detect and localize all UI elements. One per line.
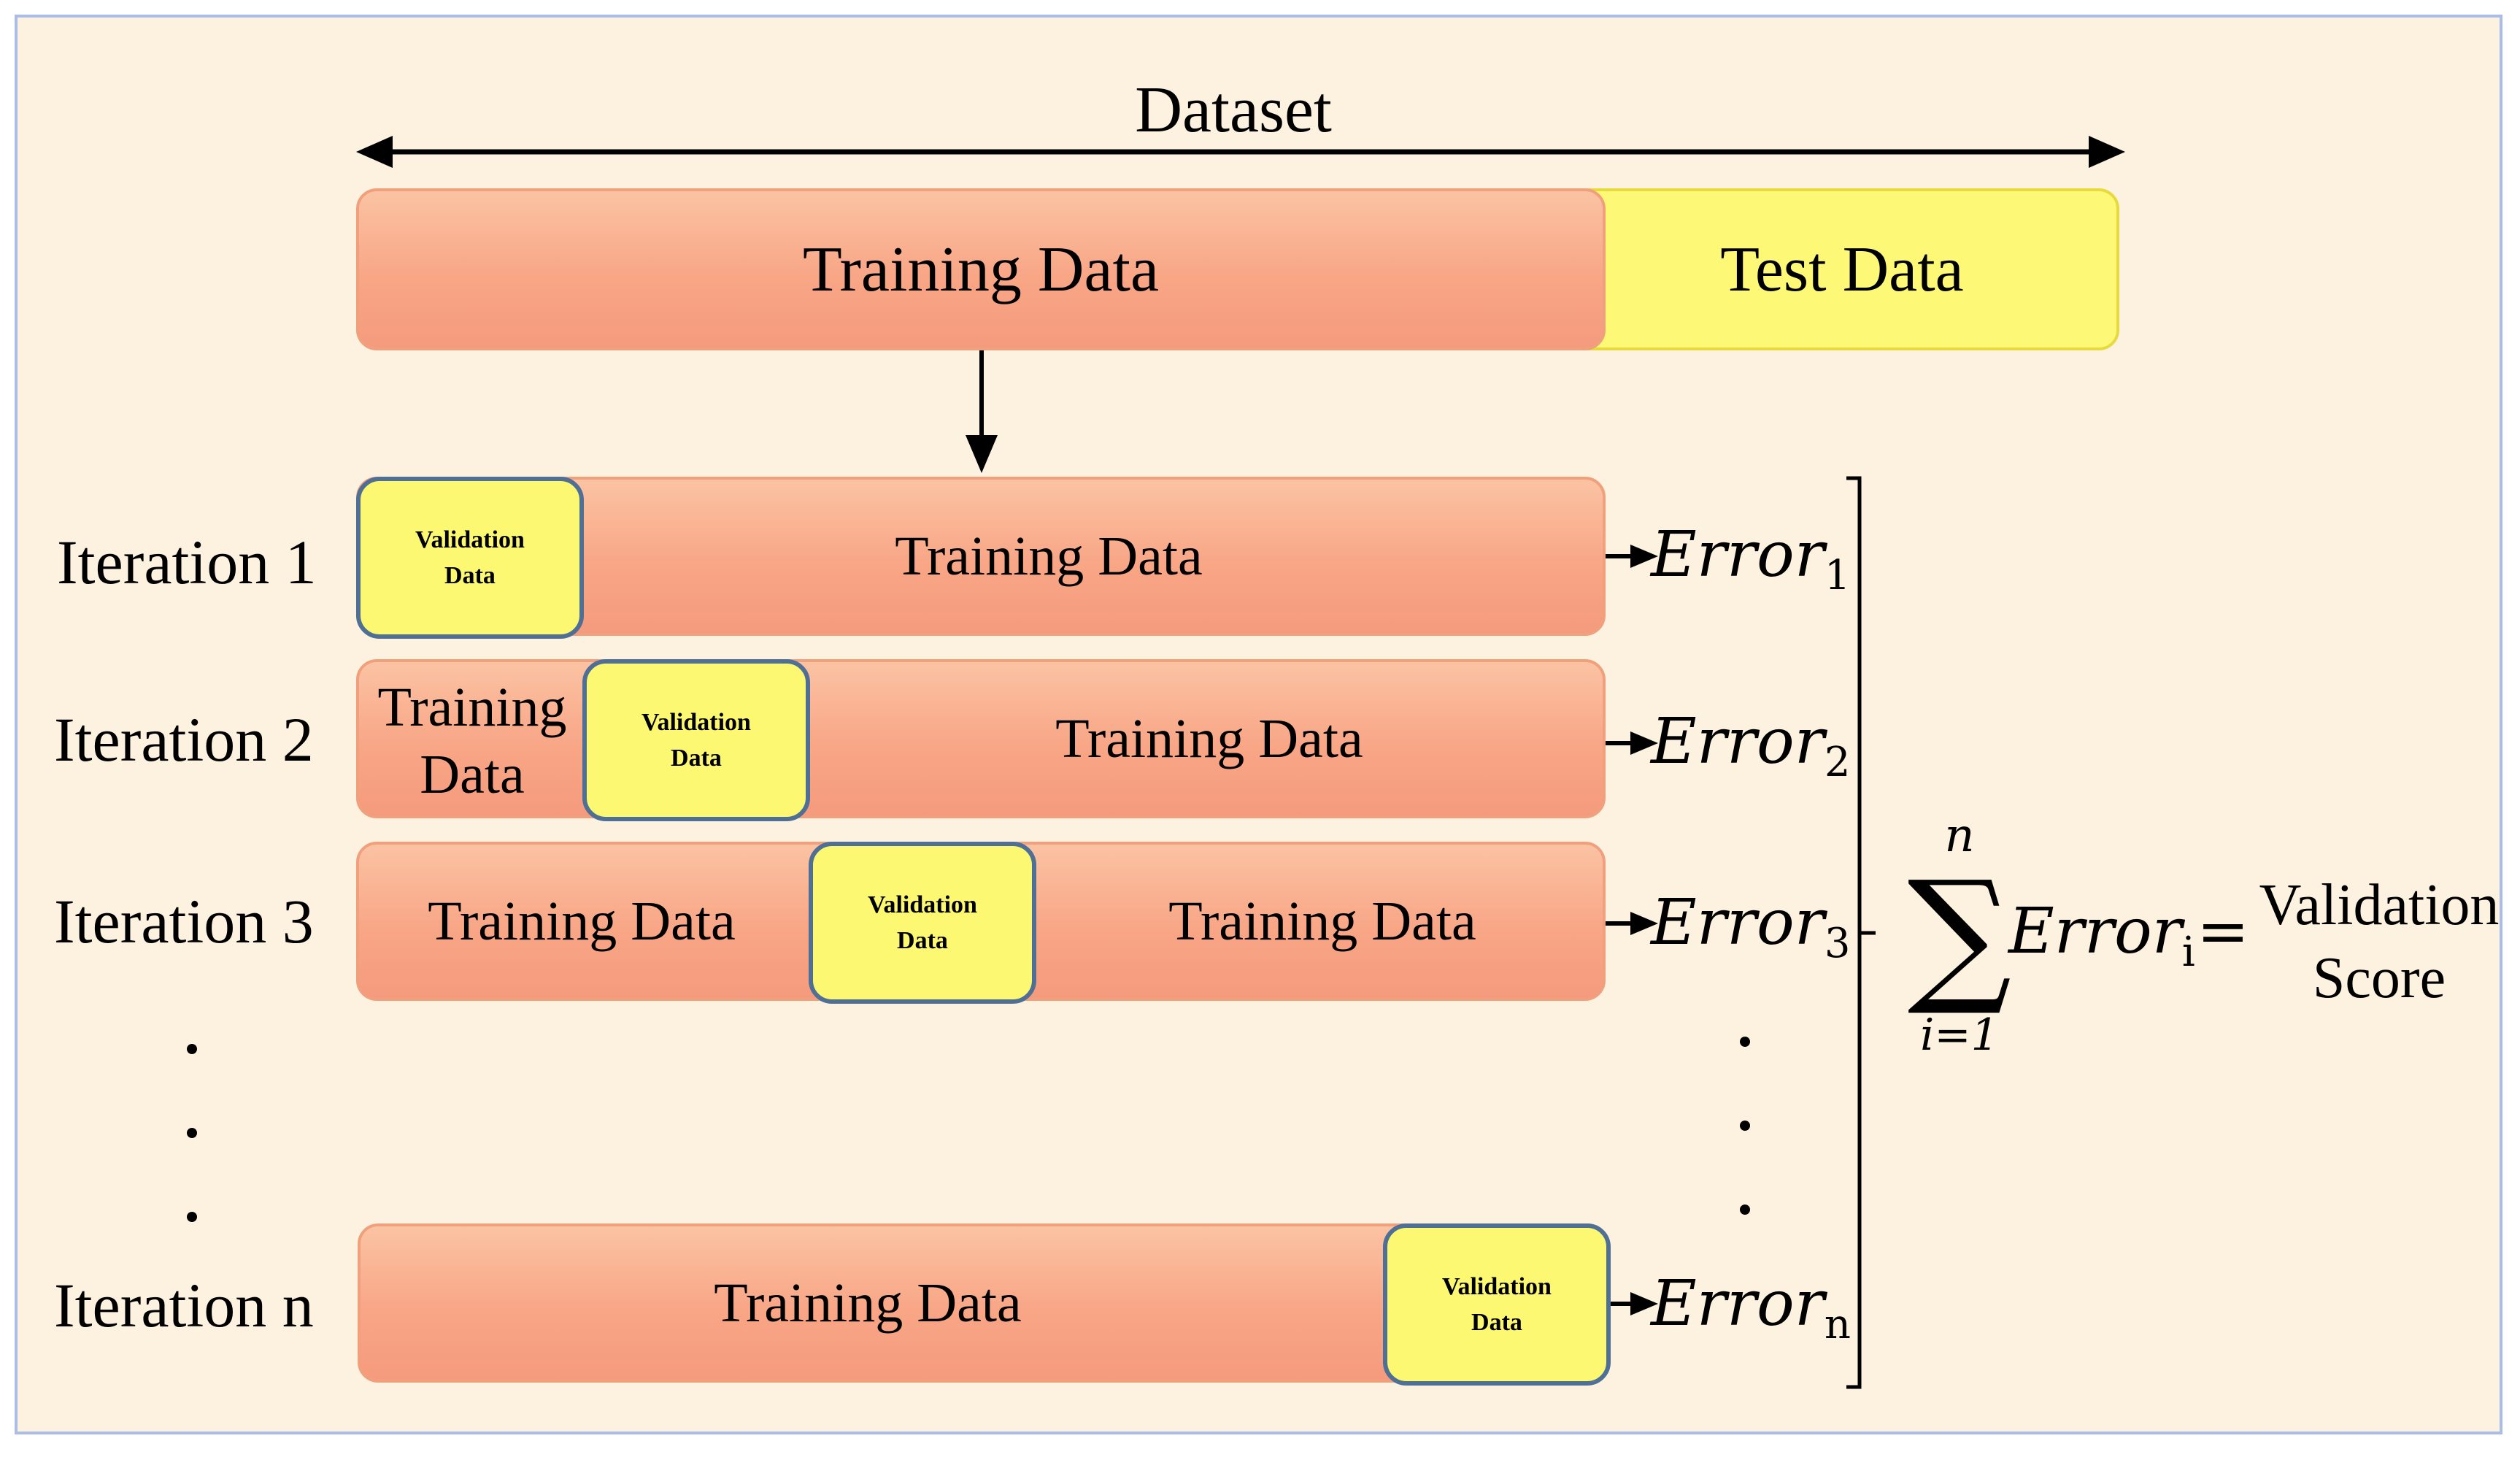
error-2-subscript: 2 (1824, 739, 1851, 786)
validation-score-line2: Score (2312, 946, 2446, 1010)
iteration-1-label: Iteration 1 (57, 527, 317, 597)
iteration-2-label: Iteration 2 (54, 704, 314, 775)
test-data-label: Test Data (1720, 234, 1964, 305)
training-data-label: Training Data (1055, 707, 1363, 769)
error-3-subscript: 3 (1824, 920, 1851, 967)
error-1-base: Error (1651, 518, 1825, 591)
validation-fold: Validation Data (356, 477, 584, 639)
training-data-segment: Training Data (356, 188, 1606, 350)
error-1-subscript: 1 (1824, 552, 1851, 599)
test-data-segment: Test Data (1569, 188, 2119, 350)
ellipsis-dot (187, 1128, 197, 1138)
error-n: Errorn (1651, 1267, 1851, 1348)
training-data-label: Training Data (1168, 890, 1476, 952)
validation-fold: Validation Data (582, 659, 810, 821)
left-training-line1: Training (377, 677, 567, 738)
left-training-line2: Data (420, 744, 525, 805)
validation-score-line1: Validation (2259, 873, 2500, 937)
error-n-base: Error (1651, 1267, 1825, 1340)
validation-label-line1: Validation (1442, 1273, 1552, 1300)
validation-label-line1: Validation (415, 526, 525, 553)
summation-bracket (1846, 476, 1876, 1389)
ellipsis-dot (187, 1044, 197, 1054)
validation-label-line2: Data (1471, 1309, 1522, 1336)
validation-label-line1: Validation (868, 891, 977, 918)
iteration-2-bar: Training Data Training Data (356, 659, 1606, 818)
error-2-base: Error (1651, 705, 1825, 778)
error-arrows (1606, 545, 1658, 1315)
ellipsis-dot (1740, 1037, 1750, 1047)
iteration-3-label: Iteration 3 (54, 886, 314, 956)
dataset-span-arrow (356, 136, 2125, 168)
left-training-label: Training Data (428, 890, 736, 952)
iteration-n-label: Iteration n (54, 1270, 314, 1340)
sum-lower-limit: i=1 (1920, 1010, 1999, 1061)
dataset-title: Dataset (1135, 73, 1332, 146)
error-3-base: Error (1651, 886, 1825, 959)
error-1: Error1 (1651, 518, 1851, 599)
validation-fold: Validation Data (809, 842, 1036, 1004)
sum-upper-limit: n (1944, 809, 1975, 863)
training-data-label: Training Data (895, 525, 1203, 587)
validation-label-line2: Data (897, 927, 948, 954)
equals-sign: = (2197, 895, 2250, 968)
ellipsis-dot (1740, 1121, 1750, 1131)
ellipsis-dot (187, 1212, 197, 1222)
validation-score-label: Validation Score (2259, 865, 2500, 1018)
down-arrow (966, 349, 998, 473)
error-i-subscript: i (2181, 929, 2195, 976)
error-i-base: Error (2008, 895, 2182, 968)
left-training-label: Training Data (359, 677, 585, 805)
error-2: Error2 (1651, 705, 1851, 786)
sigma-symbol: ∑ (1907, 849, 2012, 1020)
validation-label-line1: Validation (641, 709, 751, 736)
error-n-subscript: n (1824, 1301, 1851, 1348)
ellipsis-dot (1740, 1204, 1750, 1215)
left-training-label: Training Data (714, 1272, 1022, 1334)
training-data-label: Training Data (802, 234, 1160, 305)
error-3: Error3 (1651, 886, 1851, 967)
validation-label-line2: Data (671, 745, 722, 772)
validation-label-line2: Data (444, 562, 496, 589)
validation-fold: Validation Data (1383, 1223, 1611, 1386)
error-i-term: Errori (2008, 895, 2195, 976)
